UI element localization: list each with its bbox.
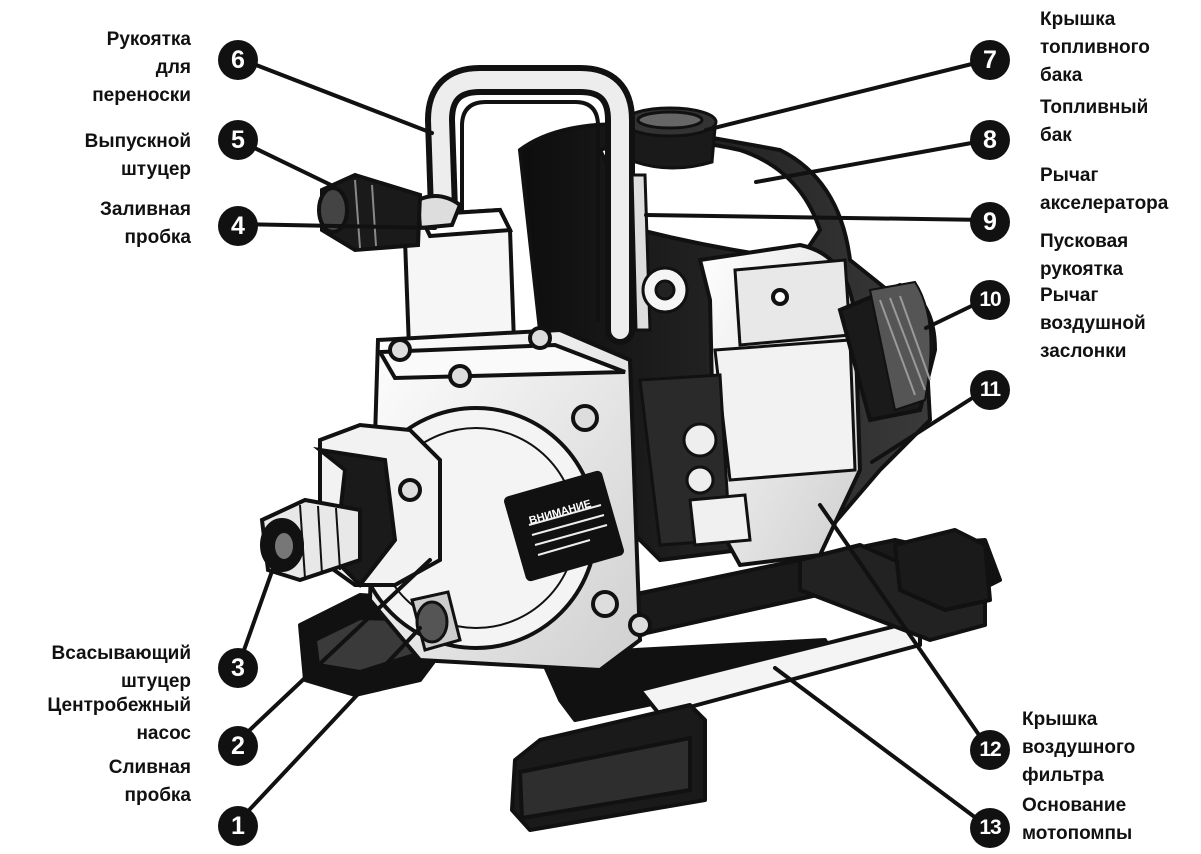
callout-badge-4: 4 [218, 206, 258, 246]
callout-badge-5: 5 [218, 120, 258, 160]
callout-badge-3: 3 [218, 648, 258, 688]
callout-badge-13: 13 [970, 808, 1010, 848]
carrying-handle [425, 65, 635, 345]
callout-badge-2: 2 [218, 726, 258, 766]
drain-plug [410, 590, 462, 652]
callout-leaders [234, 56, 990, 829]
fuel-cap [622, 106, 718, 170]
callout-badge-11: 11 [970, 370, 1010, 410]
suction-inlet [259, 422, 442, 589]
callout-badge-1: 1 [218, 806, 258, 846]
callout-badge-9: 9 [970, 202, 1010, 242]
callout-badge-12: 12 [970, 730, 1010, 770]
callout-badge-7: 7 [970, 40, 1010, 80]
callout-badge-10: 10 [970, 280, 1010, 320]
callout-badge-6: 6 [218, 40, 258, 80]
callout-badge-8: 8 [970, 120, 1010, 160]
